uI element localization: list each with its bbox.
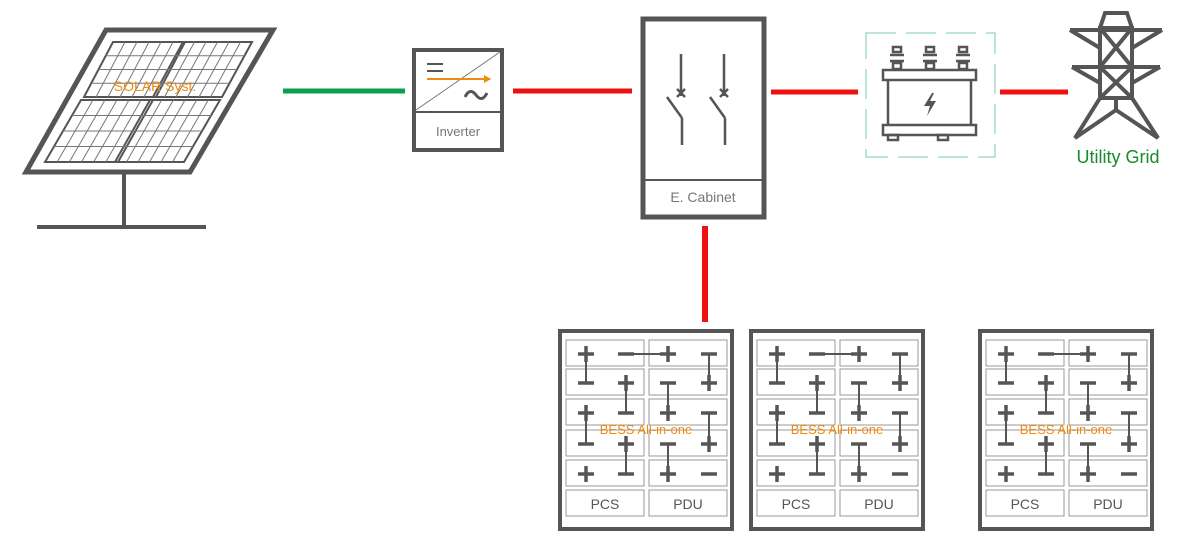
battery-module: [756, 398, 836, 426]
battery-module: [565, 398, 645, 426]
bess-label: BESS All-in-one: [1020, 422, 1113, 437]
electrical-cabinet-icon: [640, 16, 767, 220]
battery-module: [985, 459, 1065, 487]
battery-module: [1068, 489, 1148, 517]
battery-module: [1068, 368, 1148, 396]
battery-module: [839, 398, 919, 426]
battery-module: [839, 368, 919, 396]
battery-module: [648, 429, 728, 457]
bess-enclosure: [558, 329, 734, 531]
battery-module: [648, 368, 728, 396]
battery-module: [565, 429, 645, 457]
pcs-label: PCS: [591, 496, 620, 512]
inverter-icon: [412, 48, 504, 152]
battery-module: [1068, 429, 1148, 457]
transmission-tower-icon: [1068, 11, 1164, 140]
bess-enclosure: [749, 329, 925, 531]
bess-label: BESS All-in-one: [791, 422, 884, 437]
battery-module: [839, 429, 919, 457]
pcs-label: PCS: [1011, 496, 1040, 512]
battery-module: [565, 368, 645, 396]
battery-module: [985, 398, 1065, 426]
battery-module: [985, 489, 1065, 517]
battery-module: [565, 459, 645, 487]
battery-module: [565, 489, 645, 517]
bess-label: BESS All-in-one: [600, 422, 693, 437]
battery-module: [1068, 459, 1148, 487]
battery-module: [839, 459, 919, 487]
battery-module: [756, 489, 836, 517]
pcs-label: PCS: [782, 496, 811, 512]
pdu-label: PDU: [864, 496, 894, 512]
inverter-label: Inverter: [436, 124, 481, 139]
battery-module: [648, 489, 728, 517]
battery-module: [839, 489, 919, 517]
cabinet-label: E. Cabinet: [670, 189, 735, 205]
battery-module: [756, 368, 836, 396]
battery-module: [1068, 398, 1148, 426]
battery-module: [756, 429, 836, 457]
bess-enclosure: [978, 329, 1154, 531]
transformer-icon: [865, 32, 996, 158]
battery-module: [648, 459, 728, 487]
solar-label: SOLAR Syst.: [114, 78, 196, 94]
battery-module: [985, 368, 1065, 396]
battery-module: [648, 398, 728, 426]
pdu-label: PDU: [1093, 496, 1123, 512]
grid-label: Utility Grid: [1076, 147, 1159, 167]
solar-panel-icon: [21, 27, 278, 229]
battery-module: [985, 429, 1065, 457]
pdu-label: PDU: [673, 496, 703, 512]
battery-module: [756, 459, 836, 487]
